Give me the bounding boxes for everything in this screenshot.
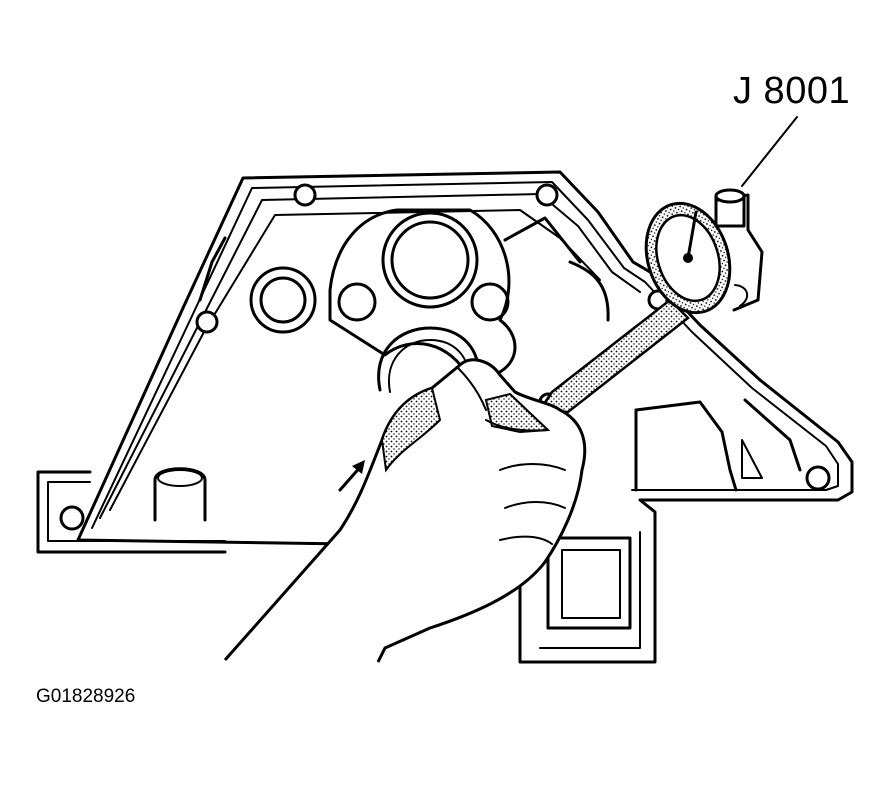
dial-indicator-tool: [537, 188, 764, 414]
callout-leader-line: [741, 116, 798, 187]
figure-id-label: G01828926: [36, 686, 136, 707]
cover-details: [153, 216, 802, 522]
tool-callout-label: J 8001: [733, 70, 851, 112]
technician-hand: [223, 358, 587, 663]
lower-tab: [539, 531, 641, 649]
